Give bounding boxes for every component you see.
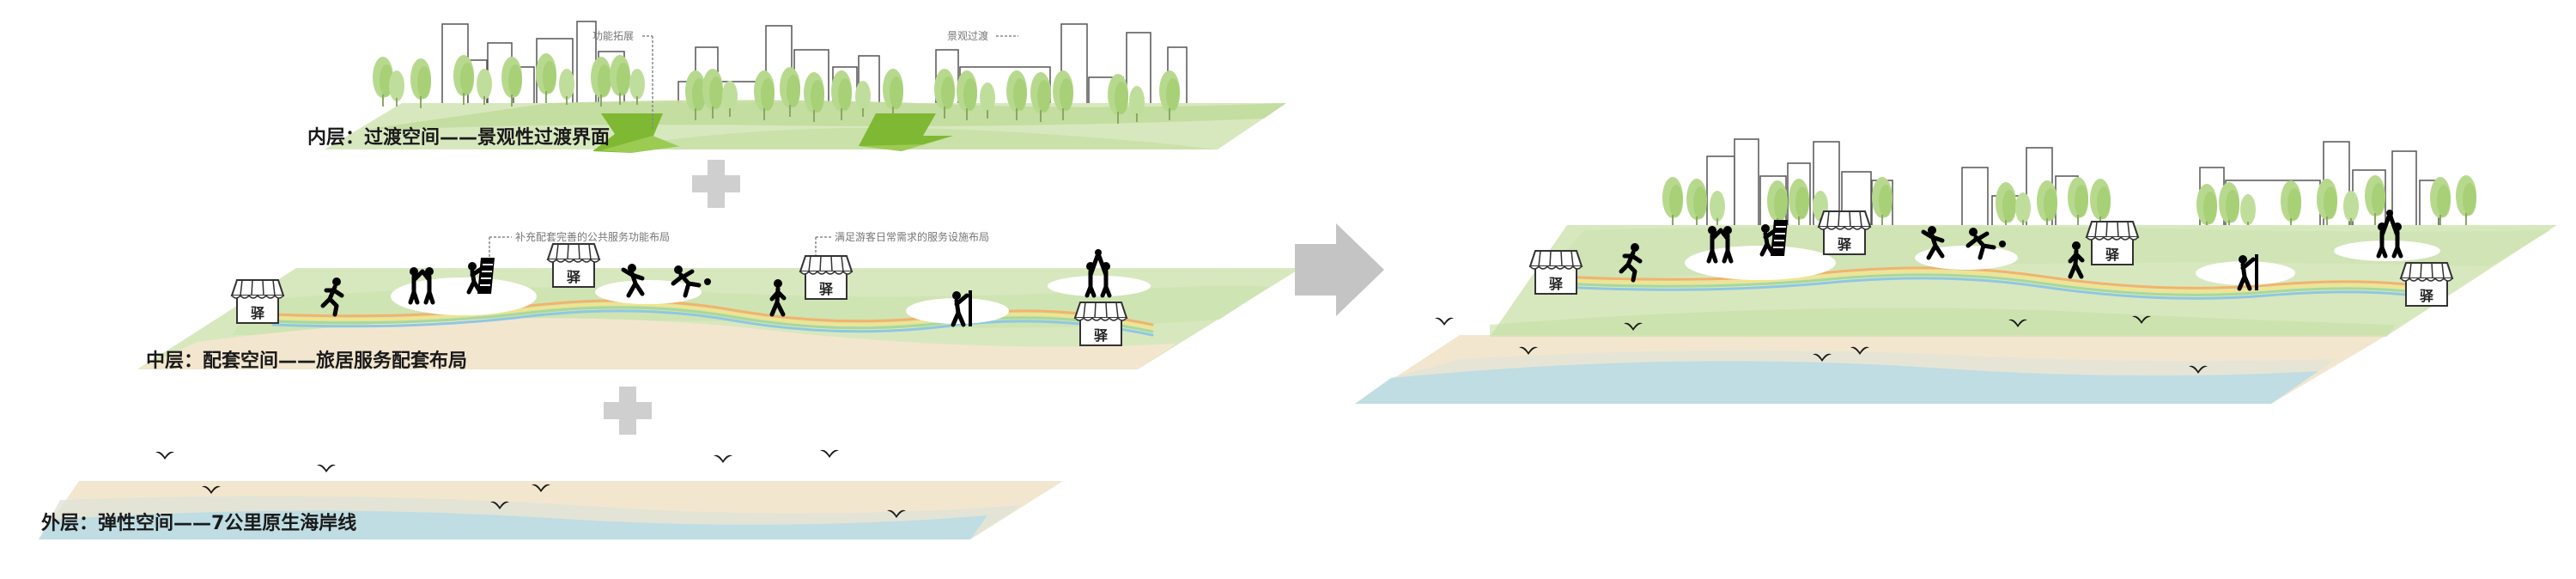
svg-text:驿: 驿 <box>1094 327 1109 344</box>
middle-sand-strip <box>137 318 1176 369</box>
station-hut-2: 驿 <box>547 243 600 288</box>
station-hut-6: 驿 <box>1818 210 1871 255</box>
svg-text:驿: 驿 <box>251 305 265 321</box>
inner-layer-label: 内层：过渡空间——景观性过渡界面 <box>307 126 610 149</box>
svg-text:驿: 驿 <box>819 281 834 297</box>
middle-layer-label: 中层：配套空间——旅居服务配套布局 <box>146 350 467 372</box>
svg-text:驿: 驿 <box>567 269 581 285</box>
plus-icon <box>692 160 740 208</box>
plus-icon <box>604 387 652 435</box>
inner-layer: 功能拓展 景观过渡 内层：过渡空间——景观性过渡界面 <box>307 21 1286 153</box>
climbing-wall-icon <box>468 258 495 294</box>
climbing-wall-icon <box>1761 220 1788 256</box>
result-arrow-icon <box>1295 223 1384 316</box>
combined-pads <box>1685 241 2440 285</box>
station-hut-4: 驿 <box>1074 302 1127 346</box>
combined-view: 驿 驿 驿 驿 <box>1355 138 2557 404</box>
inner-green-arrows <box>592 113 953 153</box>
station-hut-5: 驿 <box>1529 250 1583 295</box>
outer-layer: 外层：弹性空间——7公里原生海岸线 <box>39 449 1063 539</box>
combined-sea <box>1355 361 2318 404</box>
station-hut-1: 驿 <box>231 279 284 324</box>
svg-text:驿: 驿 <box>2105 247 2120 263</box>
note-public-service: 补充配套完善的公共服务功能布局 <box>515 230 670 243</box>
station-hut-8: 驿 <box>2400 262 2453 307</box>
station-hut-3: 驿 <box>799 255 853 300</box>
svg-text:驿: 驿 <box>1838 236 1852 253</box>
middle-leaders <box>489 236 833 258</box>
station-hut-7: 驿 <box>2086 221 2139 265</box>
outer-layer-label: 外层：弹性空间——7公里原生海岸线 <box>41 512 356 534</box>
note-landscape-transition: 景观过渡 <box>947 29 988 42</box>
svg-text:驿: 驿 <box>2420 288 2434 304</box>
svg-text:驿: 驿 <box>1549 276 1564 292</box>
note-function-extend: 功能拓展 <box>592 30 634 42</box>
inner-leaders <box>642 35 1018 129</box>
note-visitor-service: 满足游客日常需求的服务设施布局 <box>835 230 989 243</box>
outer-sea <box>39 510 987 539</box>
middle-layer: 补充配套完善的公共服务功能布局 满足游客日常需求的服务设施布局 驿 驿 驿 驿 … <box>137 230 1301 372</box>
